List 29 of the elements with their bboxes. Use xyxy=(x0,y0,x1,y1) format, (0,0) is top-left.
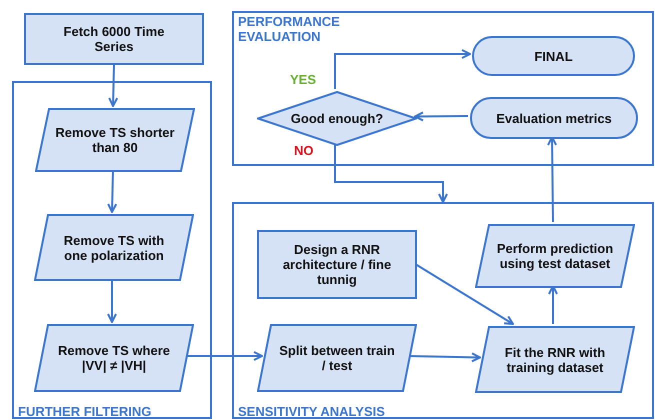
node-label: Evaluation metrics xyxy=(495,110,613,126)
group-heading: FURTHER FILTERING xyxy=(18,404,152,419)
node-label: Perform prediction using test dataset xyxy=(496,241,614,271)
arrow xyxy=(107,279,117,323)
node-label: Good enough? xyxy=(290,111,384,126)
edge-label: NO xyxy=(292,143,316,158)
group-frame xyxy=(232,11,654,166)
terminal-pill xyxy=(472,36,635,76)
process-box xyxy=(24,13,204,65)
node-label: Remove TS shorter than 80 xyxy=(54,125,176,155)
terminal-pill xyxy=(470,97,638,139)
arrow xyxy=(334,144,448,203)
group-heading: SENSITIVITY ANALYSIS xyxy=(238,404,385,419)
arrow xyxy=(414,111,468,122)
arrow xyxy=(107,170,118,213)
arrow xyxy=(334,49,471,89)
node-label: Design a RNR architecture / fine tunnig xyxy=(282,242,392,287)
process-box xyxy=(257,230,417,299)
group-frame xyxy=(232,202,654,419)
node-label: Fetch 6000 Time Series xyxy=(62,24,166,54)
node-label: Remove TS where |VV| ≠ |VH| xyxy=(57,343,171,373)
arrow xyxy=(108,64,118,107)
node-label: Remove TS with one polarization xyxy=(62,232,166,262)
group-heading: PERFORMANCE EVALUATION xyxy=(238,14,341,44)
group-frame xyxy=(12,81,212,419)
node-label: FINAL xyxy=(533,48,574,64)
node-label: Split between train / test xyxy=(278,343,396,373)
node-label: Fit the RNR with training dataset xyxy=(504,344,606,374)
edge-label: YES xyxy=(288,72,318,87)
